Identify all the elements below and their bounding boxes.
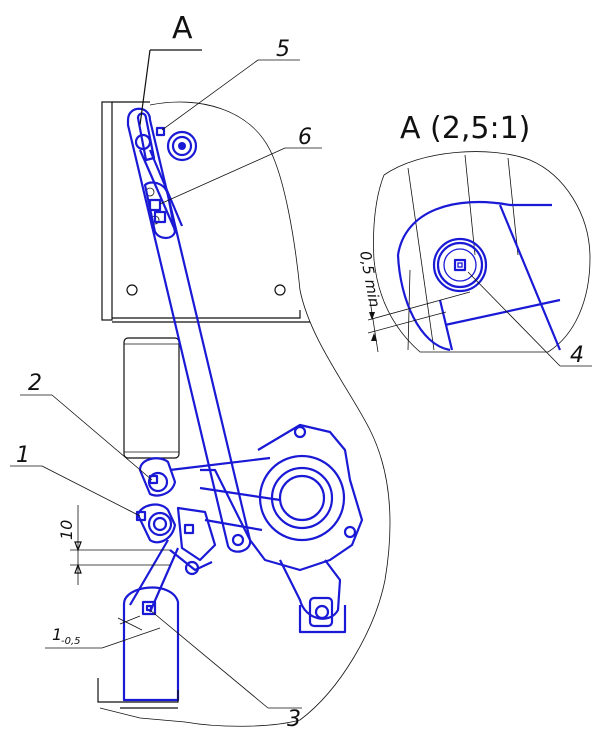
callout-4: 4 <box>467 271 592 368</box>
callout-1: 1 <box>10 443 141 517</box>
upper-pivot <box>134 126 198 224</box>
callout-4-label: 4 <box>570 343 584 368</box>
upper-bracket <box>101 101 310 323</box>
detail-title: A (2,5:1) <box>400 111 530 146</box>
callout-1-label: 1 <box>16 443 30 468</box>
callout-2-label: 2 <box>28 371 42 396</box>
main-lever <box>169 423 364 634</box>
detail-boundary <box>373 151 591 353</box>
dim-clearance-label: 1 <box>52 625 62 644</box>
housing-outline <box>99 101 391 727</box>
callout-5: 5 <box>161 37 300 131</box>
dim-10-label: 10 <box>57 520 76 540</box>
lower-mechanism <box>97 457 217 709</box>
view-label: A <box>172 11 193 46</box>
callout-3: 3 <box>149 609 302 732</box>
dimension-10: 10 <box>57 505 170 585</box>
cylinder <box>123 337 180 459</box>
dim-clearance-tolerance: -0,5 <box>61 636 81 647</box>
dim-05min-label: 0,5 min <box>356 250 384 309</box>
dimension-05min: 0,5 min <box>356 250 471 353</box>
dimension-clearance: 1 -0,5 <box>45 615 161 649</box>
view-a-marker: A <box>139 11 202 126</box>
callout-2: 2 <box>20 371 153 481</box>
detail-blue-parts <box>396 201 562 352</box>
main-view: 10 1 -0,5 A 5 6 2 <box>10 11 391 732</box>
detail-view: A (2,5:1) <box>356 111 592 368</box>
callout-6: 6 <box>159 125 322 205</box>
callout-6-label: 6 <box>298 125 312 150</box>
callout-3-label: 3 <box>287 707 301 732</box>
callout-5-label: 5 <box>276 37 290 62</box>
